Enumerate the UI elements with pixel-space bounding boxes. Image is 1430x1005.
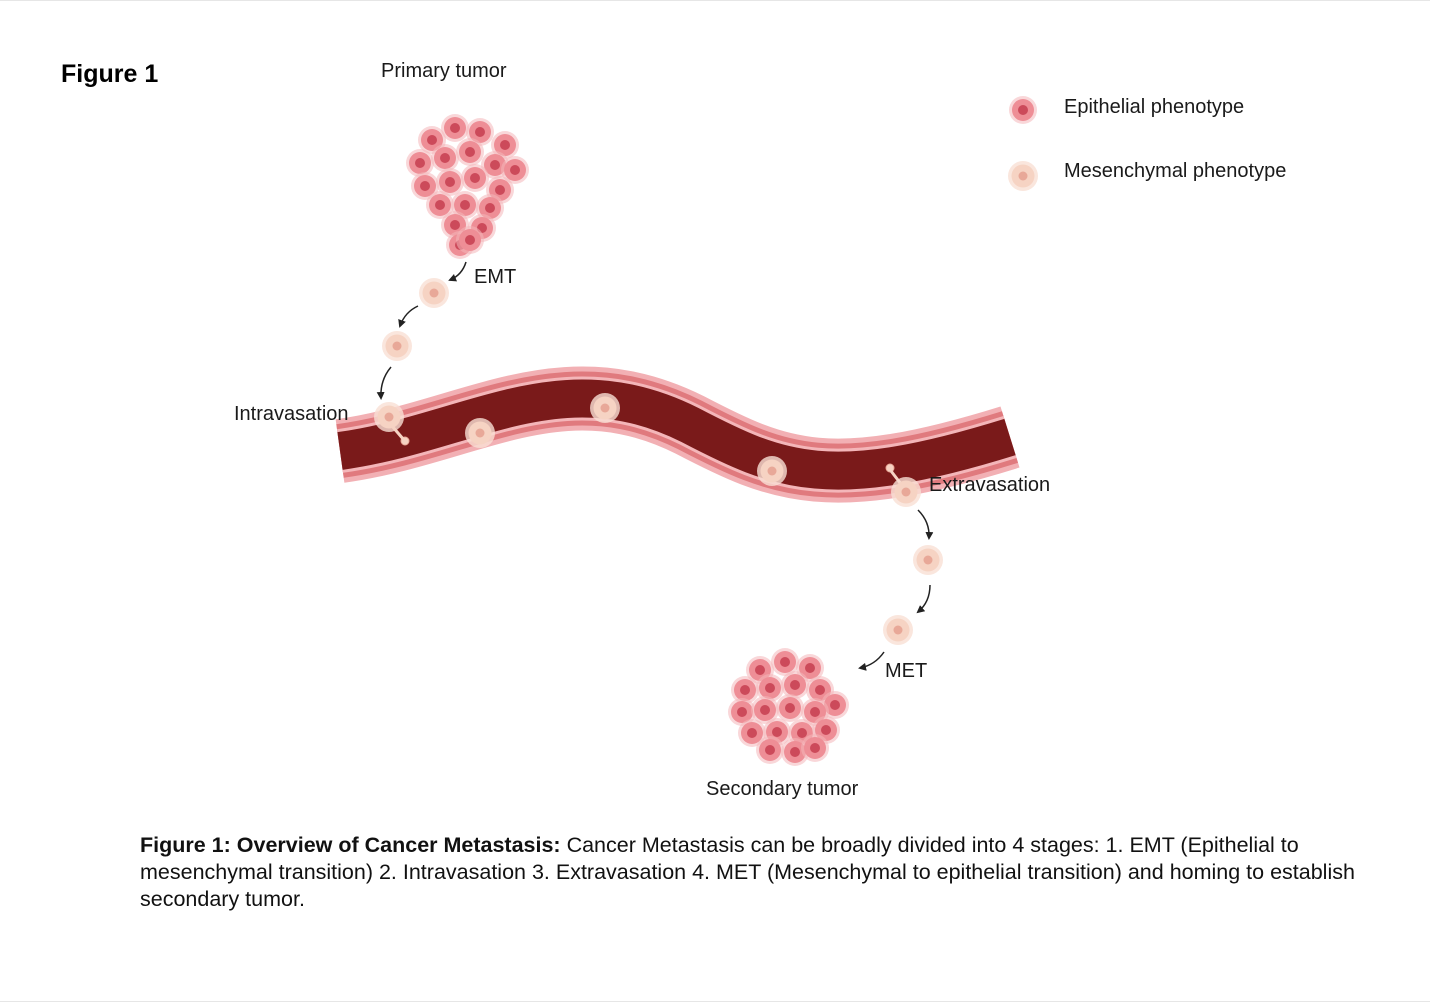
top-border [0,0,1430,1]
primary-tumor-cluster [406,114,529,259]
extravasating-cell [891,477,921,507]
legend-mesenchymal-label: Mesenchymal phenotype [1064,160,1287,182]
arrow-migration-2 [916,584,931,614]
arrow-met [858,651,885,671]
label-emt: EMT [474,266,517,288]
bottom-border [0,1001,1430,1002]
legend-epithelial-label: Epithelial phenotype [1064,96,1245,118]
circulating-cell [465,418,495,448]
label-secondary-tumor: Secondary tumor [706,778,859,800]
arrow-to-vessel [376,366,392,400]
circulating-cell [590,393,620,423]
mesenchymal-cell-icon [1008,161,1038,191]
label-met: MET [885,660,928,682]
figure-caption: Figure 1: Overview of Cancer Metastasis:… [140,832,1390,913]
blood-vessel [335,366,1020,503]
migrating-cell [382,331,412,361]
arrow-migration [398,305,419,328]
secondary-tumor-cluster [728,648,849,766]
label-extravasation: Extravasation [929,474,1051,496]
label-intravasation: Intravasation [234,403,349,425]
caption-title: Figure 1: Overview of Cancer Metastasis: [140,833,561,857]
migrating-cell [419,278,449,308]
figure-label: Figure 1 [61,60,159,88]
arrow-emt [448,261,467,282]
epithelial-cell-icon [1009,96,1037,124]
arrow-extravasation [917,509,934,540]
circulating-cell [757,456,787,486]
migrating-cell [913,545,943,575]
migrating-cell [883,615,913,645]
caption-text: Cancer Metastasis can be broadly divided… [140,833,1355,911]
label-primary-tumor: Primary tumor [381,60,507,82]
intravasating-cell [374,402,404,432]
